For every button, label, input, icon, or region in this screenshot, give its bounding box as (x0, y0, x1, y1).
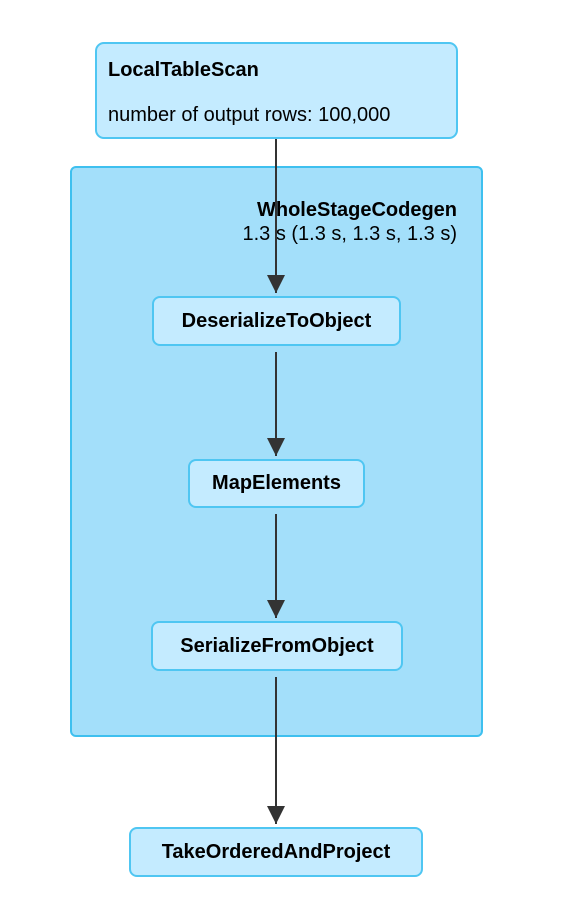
cluster-duration: 1.3 s (1.3 s, 1.3 s, 1.3 s) (242, 223, 457, 245)
local-table-scan-node[interactable]: LocalTableScan number of output rows: 10… (95, 42, 458, 139)
map-elements-node[interactable]: MapElements (188, 459, 365, 508)
node-title: SerializeFromObject (180, 634, 374, 657)
deserialize-to-object-node[interactable]: DeserializeToObject (152, 296, 401, 346)
take-ordered-and-project-node[interactable]: TakeOrderedAndProject (129, 827, 423, 877)
cluster-name: WholeStageCodegen (256, 199, 457, 221)
node-title: MapElements (212, 472, 341, 494)
node-title: TakeOrderedAndProject (161, 840, 391, 863)
output-rows-metric: number of output rows: 100,000 (108, 104, 391, 126)
node-title: DeserializeToObject (181, 309, 372, 332)
node-title: LocalTableScan (108, 59, 259, 81)
whole-stage-codegen-label: WholeStageCodegen 1.3 s (1.3 s, 1.3 s, 1… (242, 198, 457, 246)
arrowhead-icon (267, 806, 285, 824)
serialize-from-object-node[interactable]: SerializeFromObject (151, 621, 403, 671)
